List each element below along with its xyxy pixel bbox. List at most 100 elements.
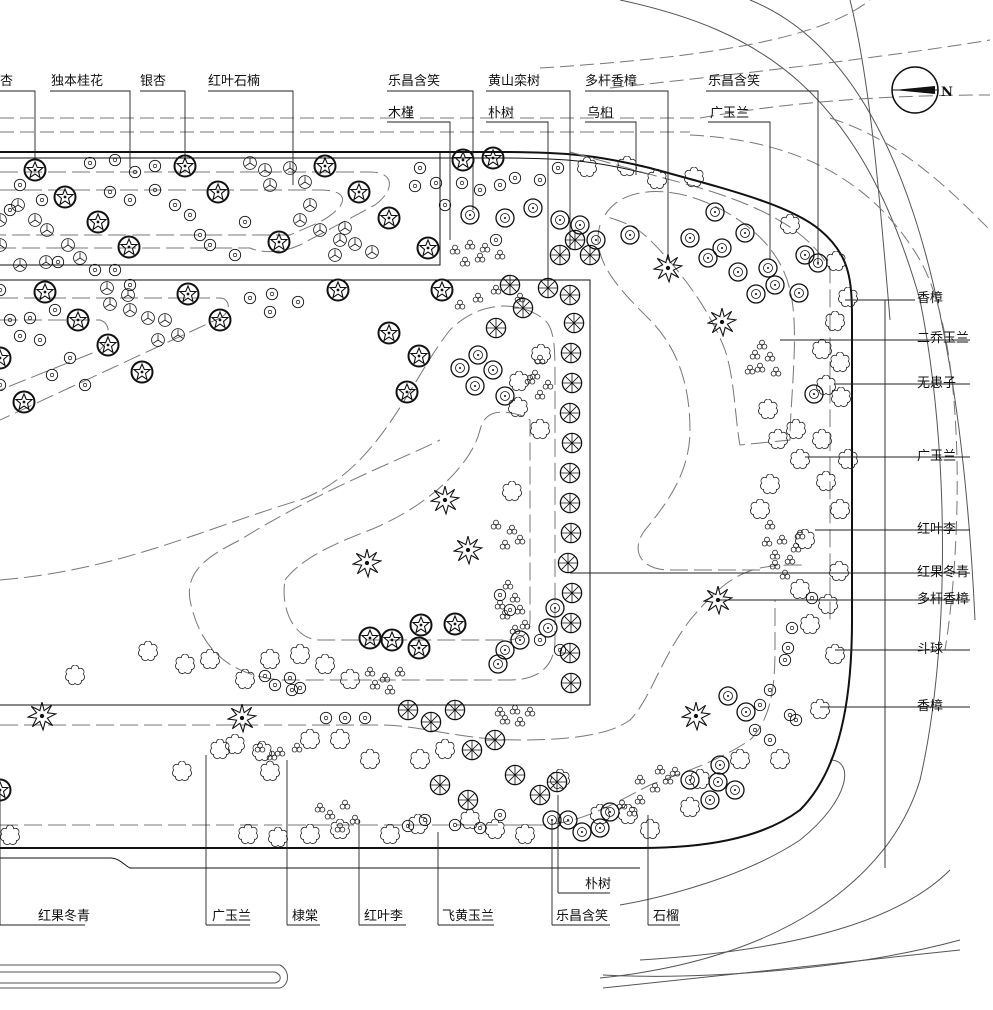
tree-cloud [0, 825, 20, 846]
tree-flower [509, 704, 521, 715]
tree-small [35, 193, 49, 207]
tree-small [33, 333, 47, 347]
tree-cloud [380, 824, 400, 845]
tree-cloud [818, 594, 838, 615]
tree-cloud [826, 251, 846, 272]
tree-spoke [484, 729, 506, 751]
tree-spoke [397, 699, 419, 721]
tree-star [430, 278, 454, 302]
tree-star [267, 230, 291, 254]
label-top2-1: 木槿 [388, 106, 415, 121]
tree-small [358, 711, 372, 725]
tree-cloud [200, 649, 220, 670]
tree-star [176, 282, 200, 306]
north-arrow-letter: N [941, 85, 953, 100]
tree-burst [352, 548, 382, 578]
tree-small [778, 653, 792, 667]
tree-cloud [485, 819, 505, 840]
tree-round [483, 360, 503, 380]
tree-cloud [238, 824, 258, 845]
tree-flower [274, 746, 286, 757]
tree-cloud [750, 499, 770, 520]
tree-round [735, 223, 755, 243]
tree-flower [394, 666, 406, 677]
tree-flower [749, 349, 761, 360]
label-right-9: 香樟 [917, 699, 944, 714]
tree-star [395, 380, 419, 404]
tree-small [473, 183, 487, 197]
tree-small [285, 683, 299, 697]
tree-tri [0, 213, 7, 227]
tree-round [550, 210, 570, 230]
tree-tri [293, 213, 307, 227]
tree-star [33, 280, 57, 304]
tree-tri [28, 213, 42, 227]
label-bottom-1: 红果冬青 [38, 909, 91, 924]
tree-spoke [457, 789, 479, 811]
label-top2-2: 朴树 [488, 106, 515, 121]
tree-spoke [560, 612, 582, 634]
tree-cloud [360, 749, 380, 770]
tree-small [203, 238, 217, 252]
label-right-6: 红果冬青 [917, 565, 970, 580]
tree-cloud [758, 399, 778, 420]
tree-tri [348, 237, 362, 251]
tree-flower [384, 684, 396, 695]
tree-tri [61, 238, 75, 252]
label-right-8: 斗球 [917, 642, 944, 657]
tree-round [465, 376, 485, 396]
tree-flower [769, 549, 781, 560]
tree-small [228, 248, 242, 262]
tree-symbols [0, 146, 858, 848]
tree-tri [141, 311, 155, 325]
tree-cloud [435, 739, 455, 760]
tree-small [753, 698, 767, 712]
tree-flower [744, 364, 756, 375]
tree-cloud [810, 699, 830, 720]
tree-cloud [760, 474, 780, 495]
tree-flower [499, 609, 511, 620]
tree-small [291, 295, 305, 309]
tree-small [293, 681, 307, 695]
tree-cloud [65, 665, 85, 686]
tree-round [450, 358, 470, 378]
tree-small [533, 173, 547, 187]
tree-flower [506, 524, 518, 535]
tree-star [117, 235, 141, 259]
tree-round [572, 822, 592, 842]
tree-flower [291, 742, 303, 753]
tree-star [326, 278, 350, 302]
tree-small [493, 808, 507, 822]
tree-flower [514, 604, 526, 615]
tree-flower [761, 536, 773, 547]
tree-spoke [560, 672, 582, 694]
tree-small [243, 291, 257, 305]
tree-round [795, 245, 815, 265]
tree-burst [453, 535, 483, 565]
tree-small [103, 185, 117, 199]
tree-star [409, 613, 433, 637]
tree-small [48, 303, 62, 317]
tree-flower [339, 799, 351, 810]
tree-flower [369, 679, 381, 690]
tree-small [83, 156, 97, 170]
tree-flower [494, 706, 506, 717]
tree-spoke [563, 312, 585, 334]
tree-small [763, 733, 777, 747]
tree-spoke [564, 229, 586, 251]
label-bottom-7: 石榴 [653, 909, 680, 924]
tree-small [51, 255, 65, 269]
tree-spoke [559, 462, 581, 484]
tree-cloud [300, 729, 320, 750]
tree-round [495, 386, 515, 406]
tree-cloud [680, 797, 700, 818]
tree-cloud [531, 344, 551, 365]
tree-small [489, 233, 503, 247]
tree-tri [338, 221, 352, 235]
tree-star [443, 612, 467, 636]
label-right-7: 多杆香樟 [917, 592, 970, 607]
tree-small [508, 171, 522, 185]
tree-flower [459, 256, 471, 267]
tree-star [0, 778, 12, 802]
tree-round [712, 238, 732, 258]
